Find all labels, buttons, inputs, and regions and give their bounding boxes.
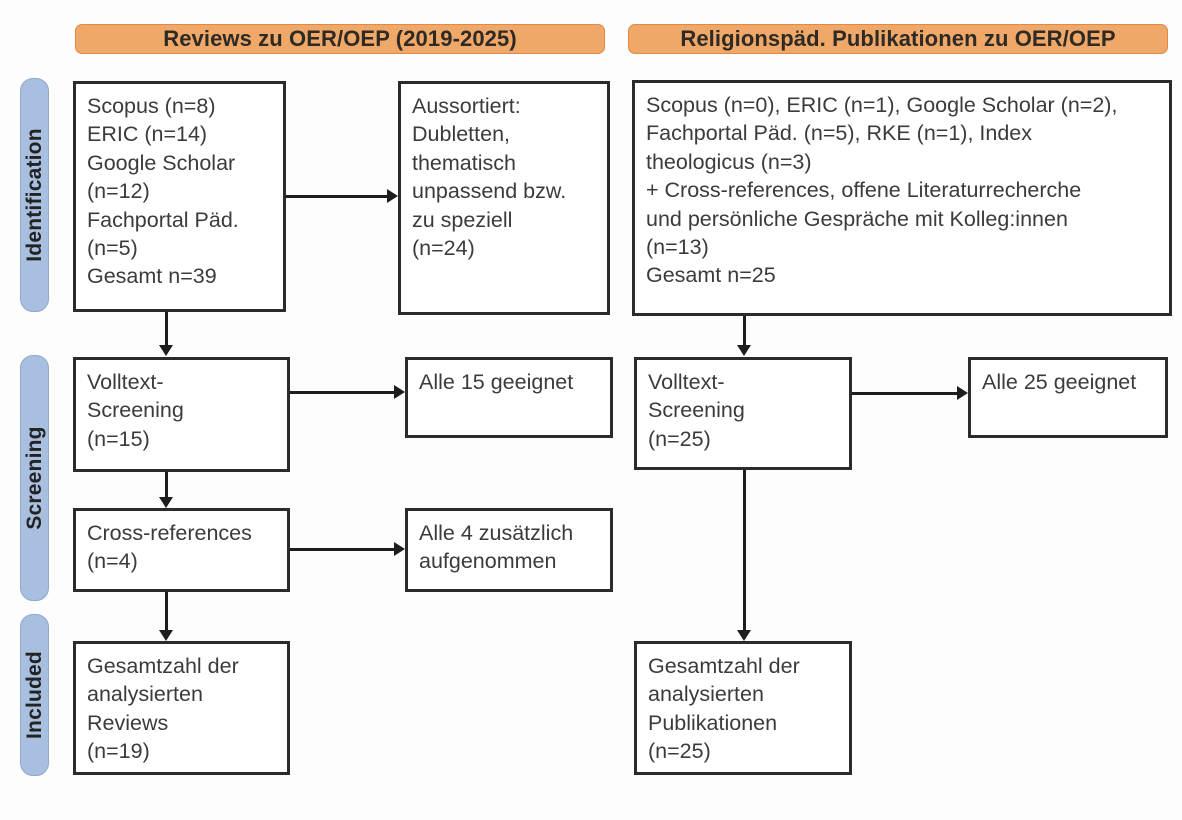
box-right-sources: Scopus (n=0), ERIC (n=1), Google Scholar… bbox=[632, 80, 1172, 316]
arrowhead-right-sources-to-fulltext bbox=[737, 345, 751, 356]
box-right-fulltext-screening: Volltext- Screening (n=25) bbox=[634, 357, 852, 470]
connector-right-sources-to-fulltext bbox=[743, 316, 746, 346]
box-right-fulltext-result: Alle 25 geeignet bbox=[968, 357, 1168, 438]
box-left-excluded: Aussortiert: Dubletten, thematisch unpas… bbox=[398, 81, 610, 315]
box-left-included-total: Gesamtzahl der analysierten Reviews (n=1… bbox=[73, 641, 290, 775]
stage-pill-included: Included bbox=[20, 614, 49, 776]
arrowhead-right-fulltext-to-included bbox=[737, 630, 751, 641]
box-left-fulltext-screening: Volltext- Screening (n=15) bbox=[73, 357, 290, 472]
stage-pill-identification: Identification bbox=[20, 78, 49, 312]
arrowhead-right-fulltext-to-result bbox=[957, 386, 968, 400]
box-left-crossreferences-result: Alle 4 zusätzlich aufgenommen bbox=[405, 508, 613, 592]
connector-right-fulltext-to-included bbox=[743, 470, 746, 632]
box-left-crossreferences: Cross-references (n=4) bbox=[73, 508, 290, 592]
arrowhead-left-sources-to-excluded bbox=[387, 189, 398, 203]
stage-label-identification: Identification bbox=[22, 128, 46, 262]
connector-left-sources-to-fulltext bbox=[165, 312, 168, 346]
connector-left-crossrefs-to-included bbox=[165, 592, 168, 632]
stage-pill-screening: Screening bbox=[20, 355, 49, 601]
arrowhead-left-sources-to-fulltext bbox=[159, 345, 173, 356]
column-header-right: Religionspäd. Publikationen zu OER/OEP bbox=[628, 24, 1168, 54]
box-left-sources: Scopus (n=8) ERIC (n=14) Google Scholar … bbox=[73, 81, 286, 312]
arrowhead-left-fulltext-to-crossrefs bbox=[159, 497, 173, 508]
arrowhead-left-fulltext-to-result bbox=[394, 385, 405, 399]
column-header-left: Reviews zu OER/OEP (2019-2025) bbox=[75, 24, 605, 54]
connector-left-crossrefs-to-result bbox=[290, 548, 394, 551]
connector-right-fulltext-to-result bbox=[852, 392, 957, 395]
connector-left-fulltext-to-result bbox=[290, 391, 394, 394]
arrowhead-left-crossrefs-to-included bbox=[159, 630, 173, 641]
arrowhead-left-crossrefs-to-result bbox=[394, 542, 405, 556]
box-left-fulltext-result: Alle 15 geeignet bbox=[405, 357, 613, 438]
connector-left-sources-to-excluded bbox=[286, 195, 387, 198]
connector-left-fulltext-to-crossrefs bbox=[165, 472, 168, 499]
stage-label-included: Included bbox=[22, 651, 46, 739]
box-right-included-total: Gesamtzahl der analysierten Publikatione… bbox=[634, 641, 852, 775]
stage-label-screening: Screening bbox=[22, 426, 46, 530]
